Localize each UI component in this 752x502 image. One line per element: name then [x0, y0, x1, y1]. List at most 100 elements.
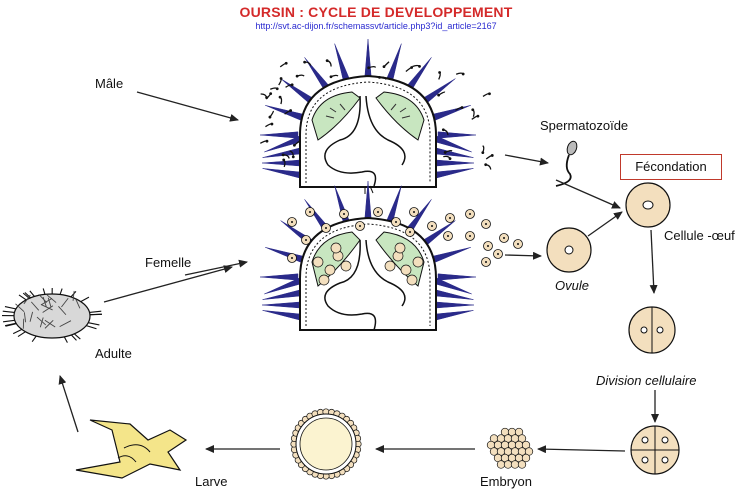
arrow-male: [137, 92, 238, 120]
arrow-sperm-to-egg: [556, 180, 620, 208]
gonad-egg: [325, 265, 335, 275]
male-urchin-illustration: [260, 39, 494, 194]
sperm-head: [291, 83, 294, 86]
label-larve: Larve: [195, 474, 228, 489]
gonad-egg: [341, 261, 351, 271]
spine: [434, 247, 471, 262]
spine: [262, 160, 300, 166]
gonad-egg: [385, 261, 395, 271]
sperm-head: [292, 155, 295, 158]
sperm-head: [444, 151, 447, 154]
spermatozoon-illustration: [556, 140, 579, 186]
sperm-head: [471, 108, 474, 111]
spine: [436, 302, 474, 308]
spine: [435, 148, 473, 158]
sperm-head: [477, 115, 480, 118]
spine: [260, 274, 298, 280]
arrow-adult-to-female: [104, 267, 232, 302]
label-fecondation-box: Fécondation: [620, 154, 722, 180]
arrow-egg-to-division: [651, 230, 654, 293]
label-femelle: Femelle: [145, 255, 191, 270]
sperm-head: [437, 94, 440, 97]
sperm-head: [271, 123, 274, 126]
sperm-head: [484, 163, 487, 166]
sperm-head: [378, 76, 381, 79]
gonad-egg: [401, 265, 411, 275]
spine: [263, 290, 301, 300]
spine: [423, 79, 456, 104]
arrow-femelle: [185, 262, 247, 275]
label-adulte: Adulte: [95, 346, 132, 361]
adult-urchin-illustration: [2, 288, 102, 343]
label-cellule-oeuf: Cellule -œuf: [664, 228, 735, 243]
spine: [365, 39, 371, 77]
arrow-larva-to-adult: [60, 376, 78, 432]
sperm-head: [383, 65, 386, 68]
sperm-head: [449, 157, 452, 160]
blastula-illustration: [291, 409, 361, 479]
sperm-head: [276, 87, 279, 90]
sperm-head: [285, 62, 288, 65]
spine: [435, 290, 473, 300]
sperm-head: [418, 65, 421, 68]
ovule-illustration: [547, 228, 591, 272]
sperm-head: [269, 116, 272, 119]
label-spermatozoide: Spermatozoïde: [540, 118, 628, 133]
sperm-head: [265, 96, 268, 99]
spine: [263, 148, 301, 158]
sperm-head: [296, 75, 299, 78]
arrow-ovule-to-egg: [588, 212, 622, 236]
sperm-head: [462, 73, 465, 76]
sperm-head: [293, 144, 296, 147]
spine: [281, 79, 314, 104]
sperm-head: [282, 154, 285, 157]
gonad-egg: [319, 275, 329, 285]
egg-cell-illustration: [626, 183, 670, 227]
gonad-egg: [313, 257, 323, 267]
label-ovule: Ovule: [555, 278, 589, 293]
spine: [262, 302, 300, 308]
spine: [438, 274, 476, 280]
spine: [263, 168, 301, 178]
arrow-to-ovule: [505, 255, 541, 256]
spine: [387, 186, 402, 223]
sperm-head: [279, 96, 282, 99]
embryo-morula-illustration: [487, 428, 533, 468]
sperm-head: [488, 92, 491, 95]
spine: [436, 160, 474, 166]
morula-cell: [504, 461, 512, 469]
arrow-to-sperm: [505, 155, 548, 163]
sperm-head: [442, 128, 445, 131]
label-division-cellulaire: Division cellulaire: [596, 373, 696, 388]
sperm-head: [491, 154, 494, 157]
gonad-egg: [395, 243, 405, 253]
spine: [265, 247, 302, 262]
sperm-head: [367, 66, 370, 69]
gonad-egg: [407, 275, 417, 285]
spine: [435, 310, 473, 320]
sperm-head: [280, 77, 283, 80]
sperm-head: [303, 61, 306, 64]
label-male: Mâle: [95, 76, 123, 91]
two-cell-stage-illustration: [629, 307, 675, 353]
female-urchin-illustration: [260, 181, 523, 330]
sperm-head: [330, 75, 333, 78]
sperm-head: [289, 109, 292, 112]
arrow-four-to-embryo: [538, 449, 625, 451]
spine: [263, 310, 301, 320]
gonad-egg: [331, 243, 341, 253]
morula-cell: [511, 461, 519, 469]
sperm-head: [326, 59, 329, 62]
sperm-head: [438, 71, 441, 74]
sperm-head: [410, 66, 413, 69]
sperm-head: [461, 106, 464, 109]
sperm-head: [269, 92, 272, 95]
spine: [434, 105, 471, 120]
spine: [407, 57, 432, 90]
source-url: http://svt.ac-dijon.fr/schemassvt/articl…: [0, 21, 752, 31]
diagram-title: OURSIN : CYCLE DE DEVELOPPEMENT: [0, 4, 752, 20]
spine: [435, 168, 473, 178]
morula-cell: [518, 461, 526, 469]
